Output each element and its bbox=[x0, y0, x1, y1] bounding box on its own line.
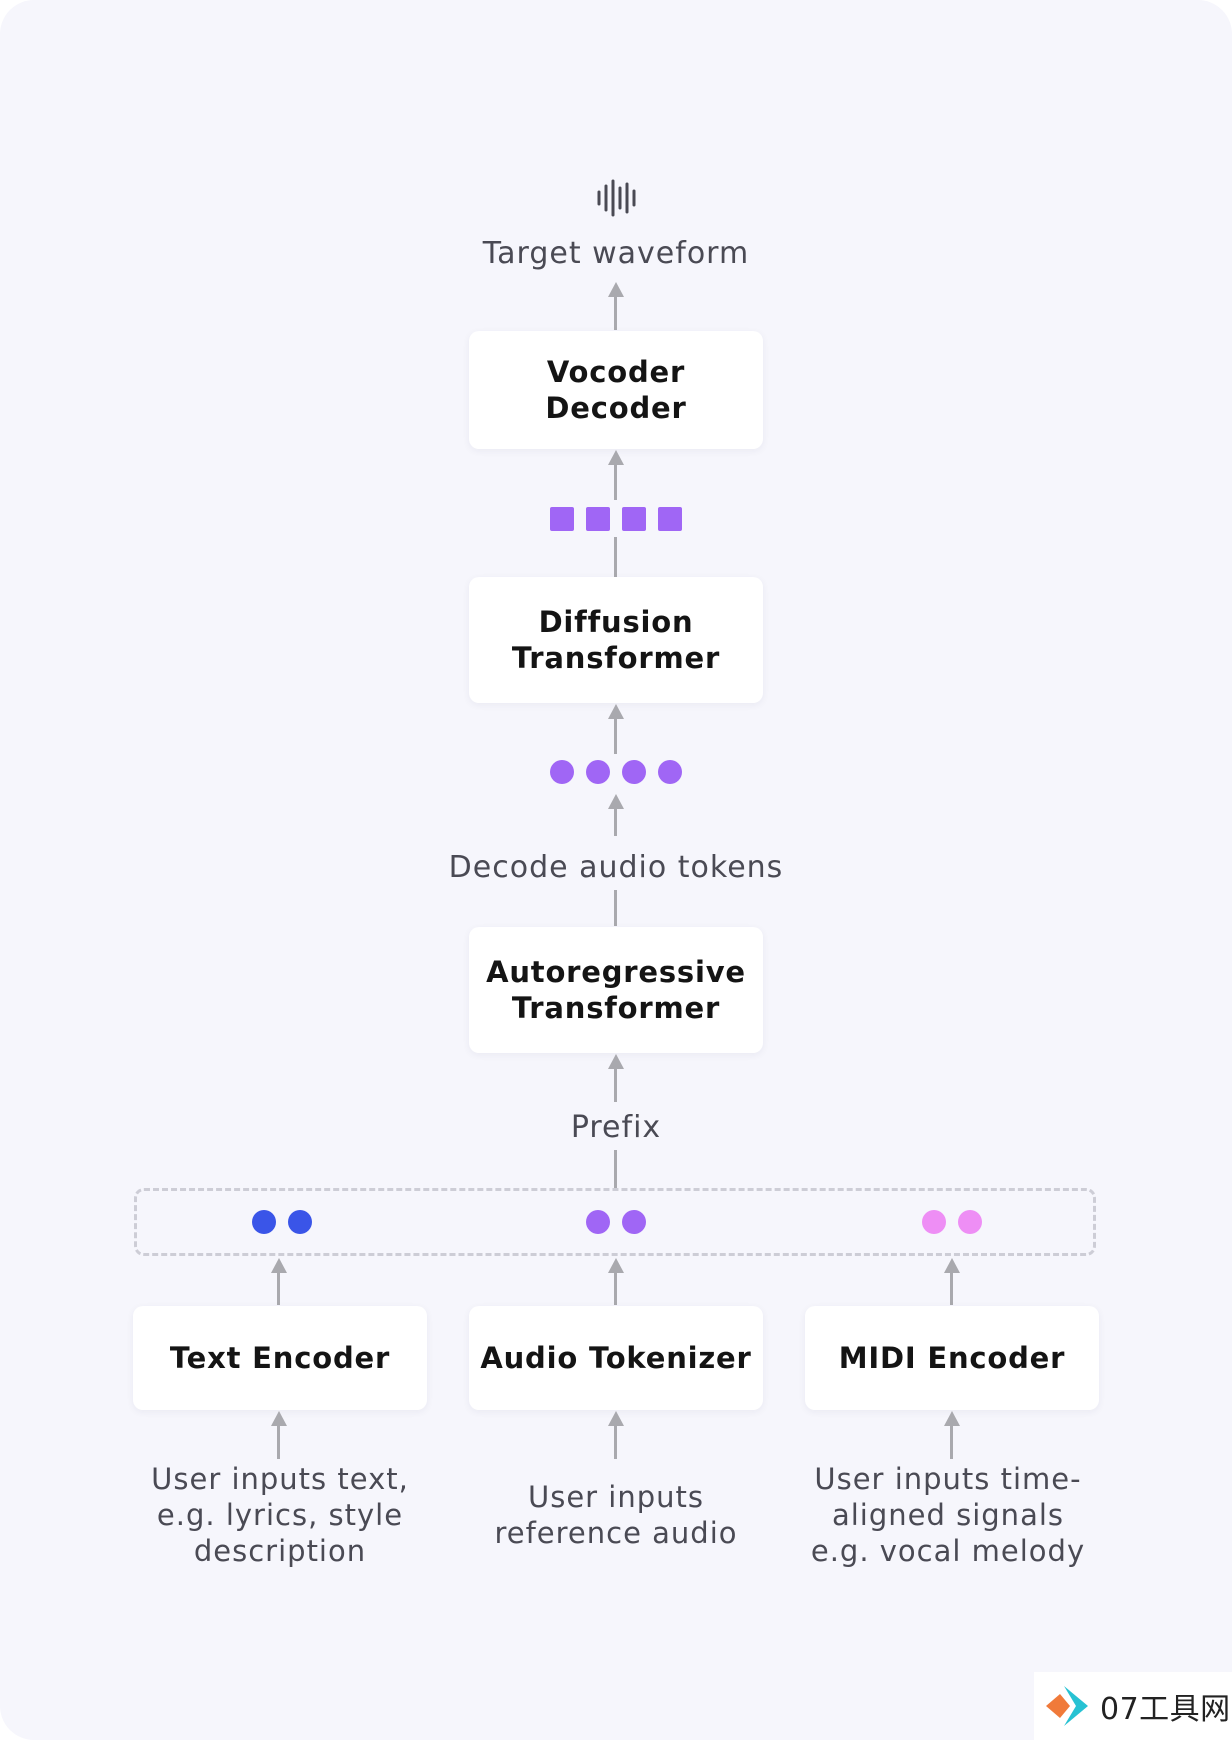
arrow-head bbox=[608, 450, 624, 465]
watermark-text: 07工具网 bbox=[1100, 1692, 1231, 1727]
audio-input-line-2: reference audio bbox=[494, 1516, 738, 1550]
arrow-head bbox=[608, 1411, 624, 1426]
text-token-dot bbox=[252, 1210, 276, 1234]
arrow-line bbox=[950, 1425, 953, 1459]
diffusion-transformer-node: Diffusion Transformer bbox=[469, 577, 763, 703]
audio-input-line-1: User inputs bbox=[527, 1480, 705, 1514]
audio-token-dot bbox=[586, 760, 610, 784]
vocoder-decoder-node: Vocoder Decoder bbox=[469, 331, 763, 449]
midi-input-line-3: e.g. vocal melody bbox=[810, 1534, 1086, 1568]
autoregressive-transformer-line-2: Transformer bbox=[511, 991, 721, 1025]
arrow-head bbox=[271, 1411, 287, 1426]
arrow-line bbox=[277, 1425, 280, 1459]
connector-line bbox=[614, 1150, 617, 1188]
latent-square bbox=[550, 507, 574, 531]
latent-square bbox=[622, 507, 646, 531]
audio-tokenizer-node: Audio Tokenizer bbox=[469, 1306, 763, 1410]
midi-encoder-label: MIDI Encoder bbox=[838, 1341, 1066, 1375]
output-label: Target waveform bbox=[482, 236, 750, 271]
vocoder-decoder-line-2: Decoder bbox=[545, 391, 687, 425]
waveform-icon bbox=[597, 179, 636, 217]
arrow-head bbox=[944, 1258, 960, 1273]
audio-token-dot bbox=[550, 760, 574, 784]
diffusion-transformer-line-2: Transformer bbox=[511, 641, 721, 675]
diffusion-transformer-line-1: Diffusion bbox=[538, 605, 694, 639]
latent-square bbox=[586, 507, 610, 531]
arrow-line bbox=[950, 1272, 953, 1305]
prefix-token-container bbox=[134, 1188, 1096, 1256]
audio-prefix-token-dot bbox=[586, 1210, 610, 1234]
text-token-dot bbox=[288, 1210, 312, 1234]
audio-tokenizer-label: Audio Tokenizer bbox=[480, 1341, 752, 1375]
arrow-head bbox=[944, 1411, 960, 1426]
watermark-logo-icon bbox=[1046, 1686, 1088, 1726]
connector-line bbox=[614, 890, 617, 926]
arrow-line bbox=[614, 718, 617, 754]
autoregressive-transformer-node: Autoregressive Transformer bbox=[469, 927, 763, 1053]
midi-input-line-2: aligned signals bbox=[831, 1498, 1065, 1532]
latent-square bbox=[658, 507, 682, 531]
decode-audio-tokens-label: Decode audio tokens bbox=[448, 850, 784, 885]
audio-input-description: User inputs reference audio bbox=[466, 1479, 766, 1551]
arrow-head bbox=[608, 1054, 624, 1069]
audio-token-dot bbox=[658, 760, 682, 784]
autoregressive-transformer-line-1: Autoregressive bbox=[486, 955, 746, 989]
text-input-description: User inputs text, e.g. lyrics, style des… bbox=[130, 1461, 430, 1569]
audio-prefix-token-dot bbox=[622, 1210, 646, 1234]
arrow-line bbox=[614, 1272, 617, 1305]
arrow-head bbox=[608, 1258, 624, 1273]
text-encoder-node: Text Encoder bbox=[133, 1306, 427, 1410]
arrow-head bbox=[271, 1258, 287, 1273]
arrow-line bbox=[277, 1272, 280, 1305]
text-input-line-3: description bbox=[193, 1534, 367, 1568]
arrow-line bbox=[614, 1068, 617, 1102]
arrow-line bbox=[614, 464, 617, 500]
midi-token-dot bbox=[958, 1210, 982, 1234]
connector-line bbox=[614, 537, 617, 577]
midi-encoder-node: MIDI Encoder bbox=[805, 1306, 1099, 1410]
vocoder-decoder-line-1: Vocoder bbox=[546, 355, 686, 389]
arrow-line bbox=[614, 808, 617, 836]
arrow-line bbox=[614, 296, 617, 330]
arrow-head bbox=[608, 704, 624, 719]
text-input-line-1: User inputs text, bbox=[151, 1462, 409, 1496]
arrow-head bbox=[608, 794, 624, 809]
text-input-line-2: e.g. lyrics, style bbox=[156, 1498, 404, 1532]
audio-token-dot bbox=[622, 760, 646, 784]
midi-token-dot bbox=[922, 1210, 946, 1234]
watermark: 07工具网 bbox=[1034, 1672, 1232, 1740]
prefix-label: Prefix bbox=[570, 1110, 662, 1145]
text-encoder-label: Text Encoder bbox=[169, 1341, 391, 1375]
midi-input-line-1: User inputs time- bbox=[814, 1462, 1082, 1496]
arrow-head bbox=[608, 282, 624, 297]
arrow-line bbox=[614, 1425, 617, 1459]
midi-input-description: User inputs time- aligned signals e.g. v… bbox=[798, 1461, 1098, 1569]
